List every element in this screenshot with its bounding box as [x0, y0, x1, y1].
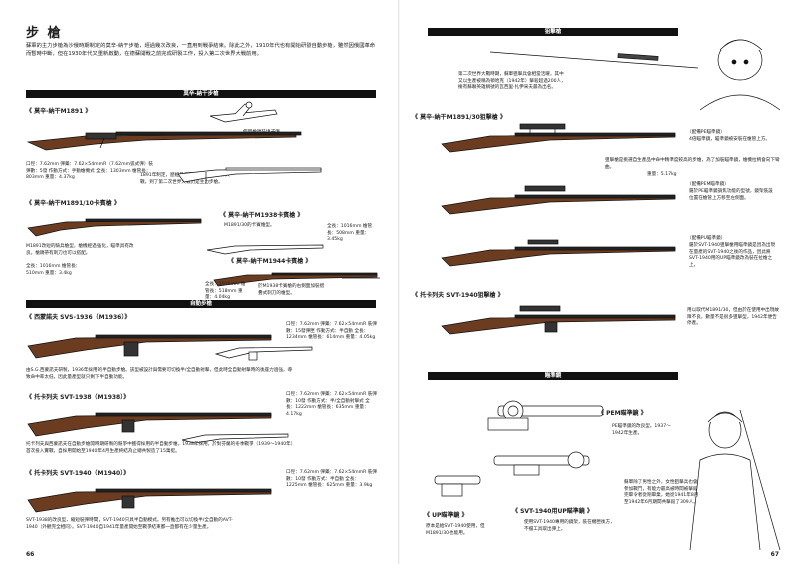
- page-number-left: 66: [26, 551, 35, 558]
- rifle-m1891-30-pu-drawing: [441, 239, 676, 267]
- sniper-woman-text: 蘇軍除了男性之外，女性狙擊兵也會參加戰鬥，有能力最高被時間被擊殺完畢令者從剛畢業…: [624, 480, 699, 505]
- rifle-m1891-side-drawing: [177, 167, 322, 184]
- sniper-rifle-aim-drawing: [489, 51, 699, 69]
- rifle-m1891-30-pe-drawing: [441, 123, 676, 153]
- pu-text: 屬於SVT-1940狙擊槍用瞄準鏡是因為出現在量產的SVT-1940之後的作品，…: [689, 243, 776, 268]
- m1891-30-desc: 狙擊槍是挑選自生產品中命中精準度較高的步槍，為了加裝瞄準鏡，槍機拉柄會向下彎曲。: [605, 158, 780, 170]
- rifle-svt-1938-detail-drawing: [181, 433, 289, 444]
- rifle-svt-1940-sniper-drawing: [441, 305, 676, 335]
- page-number-right: 67: [770, 551, 779, 558]
- female-sniper-illustration: [689, 409, 781, 551]
- up-scope-text: 原本是給SVT-1940使用，但M1891/30也能用。: [426, 524, 485, 536]
- heading-m1891-30-sniper: 《 莫辛-納干M1891/30狙擊槍 》: [412, 114, 506, 121]
- svs-specs: 口徑：7.62mm 彈藥：7.62×54mmR 裝彈數：15發彈匣 作動方式：半…: [286, 322, 377, 341]
- rifle-svt-1938-drawing: [27, 412, 272, 437]
- svt40-desc: SVT-1938的改良型，縮短裝彈時間，SVT-1940只具半自動模式。另有推出…: [26, 518, 233, 530]
- pem-scope-text: PE瞄準鏡的改良型。1937～1942年生產。: [612, 424, 671, 436]
- up-scope-drawing: [493, 451, 590, 476]
- rifle-svt-1940-drawing: [27, 488, 272, 513]
- book-gutter: [398, 0, 400, 564]
- svt38-desc: 托卡列夫與西蒙諾夫在自動步槍開時期研製的競爭中獲得採用的半自動步槍。1938年採…: [26, 442, 296, 454]
- heading-m1891-10: 《 莫辛-納干M1891/10卡賓槍 》: [26, 200, 120, 207]
- rifle-svs-1936-drawing: [27, 334, 272, 359]
- heading-pem-scope: 《 PEM瞄準鏡 》: [598, 410, 647, 417]
- rifle-m1891-drawing: [26, 131, 302, 151]
- rifle-m1938-drawing: [206, 244, 324, 255]
- rifle-bolt-detail-drawing: [209, 101, 278, 123]
- heading-svt-1940-sniper: 《 托卡列夫 SVT-1940狙擊槍 》: [412, 292, 504, 299]
- left-page: 步 槍 蘇軍的主力步槍為沙俄時期制定的莫辛-納干步槍，經過幾次改良，一直用到戰爭…: [0, 0, 399, 564]
- sniper-soldier-illustration: [699, 39, 781, 111]
- pe-text: 4倍瞄準鏡，瞄準鏡被安裝在槍管上方。: [689, 137, 771, 142]
- m1938-specs: 全長：1016mm 槍管長：508mm 重量：3.45kg: [327, 224, 373, 243]
- heading-svt-up-scope: 《 SVT-1940用UP瞄準鏡 》: [512, 508, 593, 515]
- rifle-svs-detail-drawing: [214, 346, 313, 361]
- section-bar-auto-rifle: 自動步槍: [26, 300, 376, 308]
- pem-scope-drawing: [487, 400, 604, 431]
- rifle-m1891-10-drawing: [27, 218, 202, 237]
- m1891-10-specs: 全長：1016mm 槍管長：510mm 重量：3.4kg: [26, 264, 81, 276]
- svt40-sniper-desc: 用以取代M1891/30，但由於在使用中出現故障不良，數量不是很多狙擊型，194…: [687, 308, 779, 327]
- heading-up-scope: 《 UP瞄準鏡 》: [424, 512, 468, 519]
- page-title: 步 槍: [26, 26, 63, 41]
- heading-m1944: 《 莫辛-納干M1944卡賓槍 》: [228, 258, 312, 265]
- heading-svt-1940: 《 托卡列夫 SVT-1940（M1940）》: [26, 470, 130, 477]
- m1938-desc: M1891/30的卡賓槍型。: [224, 223, 275, 228]
- svt-up-scope-text: 使用SVT-1940專用的鏡架，裝在機匣後方，不擋工具取出彈上。: [524, 520, 615, 532]
- section-bar-sniper: 狙擊槍: [428, 28, 678, 36]
- up-scope-mount-drawing: [434, 475, 481, 497]
- pem-text: 屬於PE瞄準鏡調焦功能的型號，鏡架裝設位置在槍管上方移至左側面。: [689, 189, 773, 201]
- m1891-callout: 使用槍頭裝填子彈。: [243, 130, 285, 135]
- section-bar-scope: 瞄準鏡: [428, 372, 678, 380]
- right-page: 狙擊槍 第二次世界大戰時期，蘇軍狙擊兵會相當活躍，其中又以生產被稱為頓哈克（19…: [400, 0, 799, 564]
- svt38-specs: 口徑：7.62mm 彈藥：7.62×54mmR 裝彈數：10發 作動方式：半/全…: [286, 392, 377, 417]
- svt40-specs: 口徑：7.62mm 彈藥：7.62×54mmR 裝彈數：10發 作動方式：半自動…: [286, 470, 377, 489]
- svs-desc: 由S.G.西蒙諾夫研製，1936年採用的半自動步槍。該型被設計與需要可切換半/全…: [26, 368, 293, 380]
- pem-label: （配備PEM瞄準鏡）: [687, 182, 729, 187]
- m1944-specs: 全長：1016mm 槍管長：518mm 重量：4.04kg: [205, 282, 246, 301]
- m1891-specs: 口徑：7.62mm 彈藥：7.62×54mmR（7.62mm弧式彈）裝彈數：5發…: [26, 162, 154, 181]
- m1891-30-weight: 重量：5.17kg: [647, 172, 677, 177]
- rifle-m1944-drawing: [213, 272, 380, 287]
- m1891-10-desc: M1891改短的騎兵槍型，槍機經過強化，瞄準具有改良。槍頭帶有刺刀也可以搭配。: [26, 244, 134, 256]
- m1944-desc: 於M1938卡賓槍的右側面加裝摺疊式刺刀的槍型。: [258, 284, 325, 296]
- heading-m1891: 《 莫辛-納干M1891 》: [26, 108, 92, 115]
- section-bar-mosin: 莫辛-納干步槍: [26, 90, 376, 98]
- heading-m1938: 《 莫辛-納干M1938卡賓槍 》: [220, 212, 304, 219]
- heading-svs-1936: 《 西蒙諾夫 SVS-1936（M1936）》: [26, 314, 131, 321]
- pe-label: （配備PE瞄準鏡）: [687, 130, 725, 135]
- pu-label: （配備PU瞄準鏡）: [687, 236, 726, 241]
- sniper-intro: 第二次世界大戰時期，蘇軍狙擊兵會相當活躍，其中又以生產被稱為頓哈克（1942年）…: [458, 72, 566, 91]
- rifle-m1891-30-pem-drawing: [441, 185, 676, 215]
- heading-svt-1938: 《 托卡列夫 SVT-1938（M1938）》: [26, 394, 130, 401]
- intro-paragraph: 蘇軍的主力步槍為沙俄時期制定的莫辛-納干步槍，經過幾次改良，一直用到戰爭結束。除…: [26, 43, 376, 57]
